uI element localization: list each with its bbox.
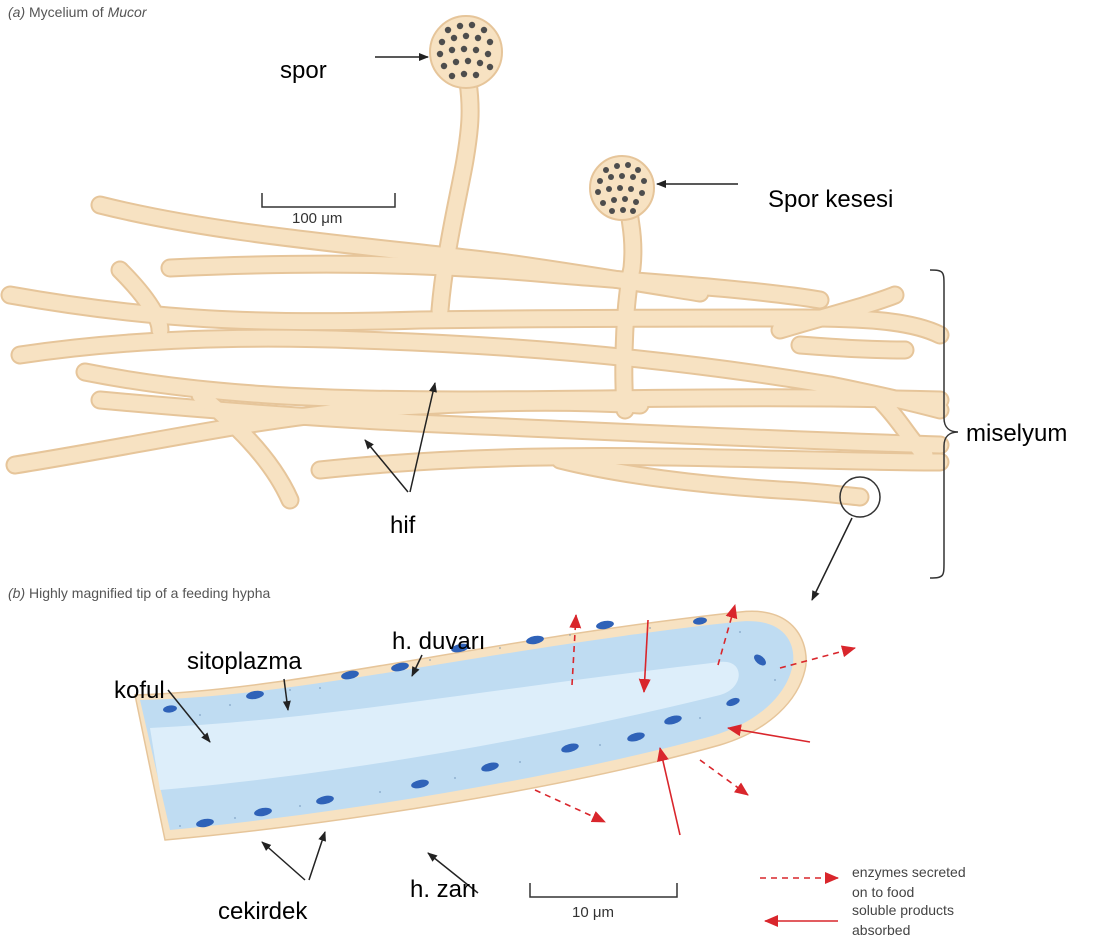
legend-absorbed-text: soluble products absorbed — [852, 900, 1012, 940]
scale-bar-b — [530, 883, 677, 897]
caption-b-text: Highly magnified tip of a feeding hypha — [29, 585, 270, 601]
label-spor: spor — [280, 57, 327, 85]
legend-secreted-text: enzymes secreted on to food — [852, 862, 1012, 902]
label-miselyum: miselyum — [966, 420, 1067, 448]
caption-a-text: Mycelium of — [29, 4, 104, 20]
caption-panel-b: (b) Highly magnified tip of a feeding hy… — [8, 585, 270, 601]
scale-bar-a — [262, 193, 395, 207]
sporangium-lower — [590, 156, 654, 220]
caption-panel-a: (a) Mycelium of Mucor — [8, 4, 147, 20]
caption-a-genus: Mucor — [108, 4, 147, 20]
label-koful: koful — [114, 677, 165, 705]
label-sitoplazma: sitoplazma — [187, 648, 302, 676]
scale-label-b: 10 μm — [572, 904, 614, 921]
legend — [760, 878, 838, 921]
label-h-duvari: h. duvarı — [392, 628, 485, 656]
label-hif: hif — [390, 512, 415, 540]
caption-b-letter: (b) — [8, 585, 25, 601]
scale-label-a: 100 μm — [292, 210, 342, 227]
caption-a-letter: (a) — [8, 4, 25, 20]
label-spor-kesesi: Spor kesesi — [768, 186, 893, 214]
mycelium — [10, 82, 940, 500]
sporangium-top — [430, 16, 502, 88]
label-cekirdek: cekirdek — [218, 898, 307, 926]
label-h-zari: h. zarı — [410, 876, 477, 904]
miselyum-bracket — [930, 270, 958, 578]
magnification-arrow — [812, 518, 852, 600]
